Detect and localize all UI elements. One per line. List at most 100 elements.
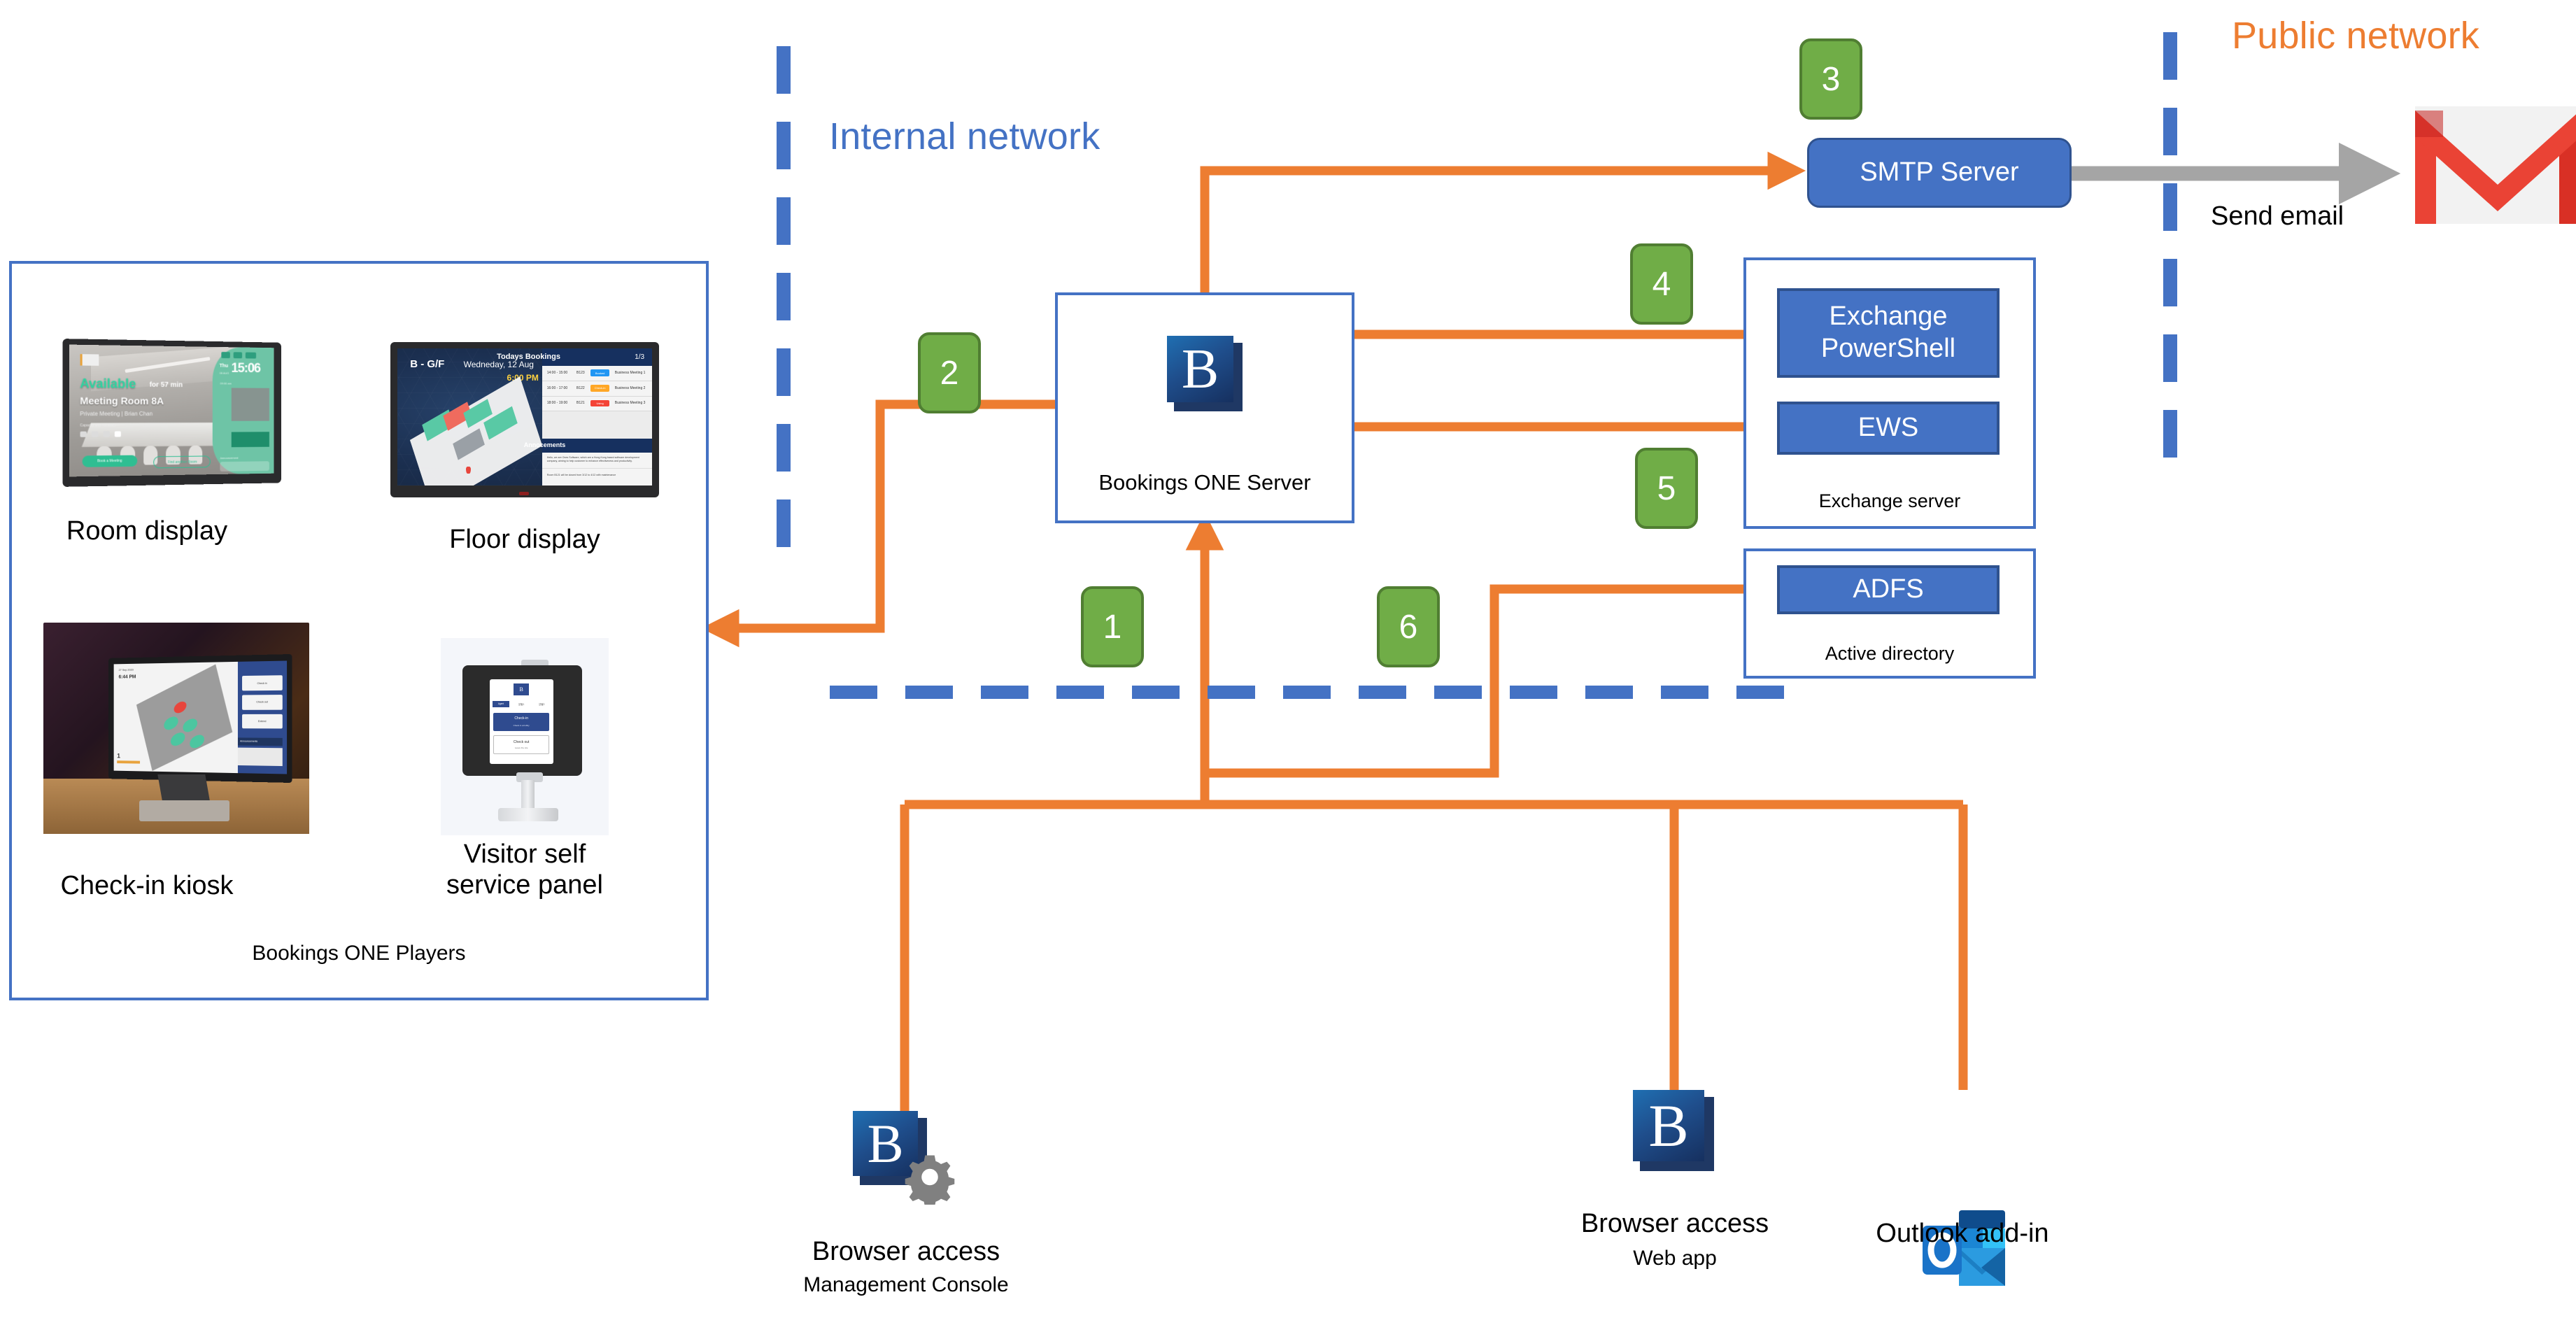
badge-1: 1 <box>1081 586 1144 667</box>
edge-server-to-smtp <box>1200 151 1806 294</box>
outlook-icon[interactable] <box>1918 1207 2007 1293</box>
adfs-node[interactable]: ADFS <box>1777 565 2000 614</box>
exchange-powershell-node[interactable]: Exchange PowerShell <box>1777 288 2000 378</box>
room-display-device: Available for 57 min Meeting Room 8A Pri… <box>62 339 288 488</box>
visitor-panel-logo-icon: B <box>514 683 530 696</box>
internal-network-boundary-bottom <box>830 686 1812 699</box>
web-app-client[interactable]: B <box>1633 1090 1717 1174</box>
booking-room: B121 <box>576 401 585 406</box>
booking-room: B123 <box>576 371 585 376</box>
visitor-panel-check-in-button[interactable]: Check-in Check in at lobby <box>493 712 550 732</box>
kiosk-date: 27 Sep 2020 <box>118 668 134 672</box>
management-console-subtitle: Management Console <box>803 1273 1009 1296</box>
floor-display-booking-row: 16:00 - 17:00 B122 Check-in Business Mee… <box>542 381 652 397</box>
badge-4: 4 <box>1630 243 1693 325</box>
kiosk-check-out-button[interactable]: Check out <box>242 695 283 710</box>
kiosk-announcements-header: Announcements <box>238 737 283 746</box>
visitor-panel-caption-line1: Visitor self <box>463 839 586 869</box>
kiosk-time: 6:44 PM <box>118 674 136 680</box>
room-display-agenda-block-1 <box>231 388 269 421</box>
visitor-panel-check-out-sub: Leave the site <box>514 746 528 750</box>
visitor-panel-check-in-label: Check-in <box>514 716 529 721</box>
gmail-icon <box>2415 106 2576 224</box>
send-email-label: Send email <box>2211 201 2344 231</box>
room-display-announcement-label: Announcement <box>220 456 239 460</box>
room-display-agenda-block-2 <box>231 432 269 448</box>
visitor-panel-check-in-sub: Check in at lobby <box>513 723 530 727</box>
edge-clients-to-adfs <box>1205 569 1787 778</box>
check-in-kiosk-caption: Check-in kiosk <box>60 871 234 900</box>
floor-display-screen: B - G/F Wedneday, 12 Aug 6:00 PM Todays … <box>397 348 652 486</box>
floor-display-floor: B - G/F <box>410 357 445 370</box>
smtp-server-node[interactable]: SMTP Server <box>1807 138 2072 208</box>
floor-display-led <box>519 492 530 495</box>
management-console-title: Browser access <box>812 1237 1000 1266</box>
visitor-panel-tab-agent[interactable]: Agent <box>493 700 509 708</box>
floor-display-date: Wedneday, 12 Aug <box>463 359 534 369</box>
floor-display-caption: Floor display <box>449 525 600 554</box>
visitor-panel-device: B Agent 訪客1 訪客2 Check-in Check in at lob… <box>441 638 609 835</box>
floor-display-bookings-header: Todays Bookings <box>497 352 560 361</box>
booking-status-badge: Using <box>590 399 609 407</box>
room-display-room-name: Meeting Room 8A <box>80 395 164 406</box>
internal-network-label: Internal network <box>829 115 1101 157</box>
visitor-panel-tab-visitor-1[interactable]: 訪客1 <box>518 702 525 706</box>
room-display-timeline-start: 09:00 am <box>220 381 232 385</box>
badge-2: 2 <box>918 332 981 413</box>
bookings-one-server-node[interactable]: B Bookings ONE Server <box>1055 292 1354 523</box>
floor-display-booking-row: 18:00 - 19:00 B121 Using Business Meetin… <box>542 396 652 412</box>
gear-icon <box>905 1155 955 1205</box>
booking-room: B122 <box>576 385 585 390</box>
bookings-logo-letter-mc: B <box>867 1112 904 1174</box>
floor-display-booking-row: 14:00 - 15:00 B123 Booked Business Meeti… <box>542 366 652 382</box>
booking-title: Business Meeting 1 <box>614 371 646 376</box>
visitor-panel-check-out-label: Check out <box>513 739 530 744</box>
visitor-panel-caption-line2: service panel <box>446 870 603 900</box>
kiosk-check-in-button[interactable]: Check in <box>242 676 283 691</box>
booking-title: Business Meeting 2 <box>614 385 646 390</box>
booking-status-badge: Booked <box>590 369 609 377</box>
announcement-text: Hello, we are Ones Software, which are a… <box>546 455 639 462</box>
booking-status-badge: Check-in <box>590 384 609 392</box>
web-app-subtitle: Web app <box>1633 1247 1717 1270</box>
room-display-status-suffix: for 57 min <box>149 381 183 389</box>
booking-time: 16:00 - 17:00 <box>546 385 568 390</box>
bookings-logo-letter: B <box>1181 338 1219 400</box>
visitor-panel-check-out-button[interactable]: Check out Leave the site <box>493 735 550 754</box>
exchange-server-group-label: Exchange server <box>1818 490 1961 511</box>
bookings-icon: B <box>1633 1090 1714 1171</box>
visitor-panel-tab-visitor-2[interactable]: 訪客2 <box>539 702 545 706</box>
badge-3: 3 <box>1799 38 1862 120</box>
room-display-caption: Room display <box>66 516 228 546</box>
room-display-day: Thu <box>219 363 229 369</box>
internal-network-boundary-left <box>777 46 791 575</box>
booking-title: Business Meeting 3 <box>614 401 646 406</box>
check-in-kiosk-device: 27 Sep 2020 6:44 PM 1 Check in Check out… <box>43 623 309 834</box>
edge-server-to-players <box>700 399 1055 648</box>
bookings-logo-icon: B <box>1167 336 1243 411</box>
kiosk-floor-marker: 1 <box>117 752 120 760</box>
floor-display-page: 1/3 <box>635 353 645 361</box>
floor-display-announcements-header: Annocements <box>523 441 566 449</box>
room-display-book-button[interactable]: Book a Meeting <box>82 455 137 467</box>
public-network-boundary <box>2163 32 2177 486</box>
visitor-panel-screen: B Agent 訪客1 訪客2 Check-in Check in at lob… <box>489 679 553 765</box>
active-directory-group-label: Active directory <box>1825 643 1955 664</box>
room-display-date: 08 AUG <box>219 371 229 375</box>
kiosk-extend-button[interactable]: Extend <box>242 714 283 730</box>
floor-display-device: B - G/F Wedneday, 12 Aug 6:00 PM Todays … <box>390 342 659 497</box>
bookings-one-players-label: Bookings ONE Players <box>252 942 466 965</box>
management-console-client[interactable]: B <box>843 1111 969 1205</box>
announcement-text: Room B121 will be closed from 3/12 to 4/… <box>546 474 616 477</box>
room-display-capacity-label: Capacity and Facilities <box>80 423 116 428</box>
room-display-find-room-button[interactable]: Find another Room <box>153 455 211 469</box>
outlook-addin-title: Outlook add-in <box>1876 1219 2049 1248</box>
public-network-label: Public network <box>2232 15 2479 57</box>
room-display-time: 15:06 <box>231 361 261 376</box>
room-display-status: Available <box>80 376 136 391</box>
badge-5: 5 <box>1635 448 1698 529</box>
booking-time: 14:00 - 15:00 <box>546 371 568 376</box>
room-display-screen: Available for 57 min Meeting Room 8A Pri… <box>69 344 274 477</box>
ews-node[interactable]: EWS <box>1777 402 2000 455</box>
